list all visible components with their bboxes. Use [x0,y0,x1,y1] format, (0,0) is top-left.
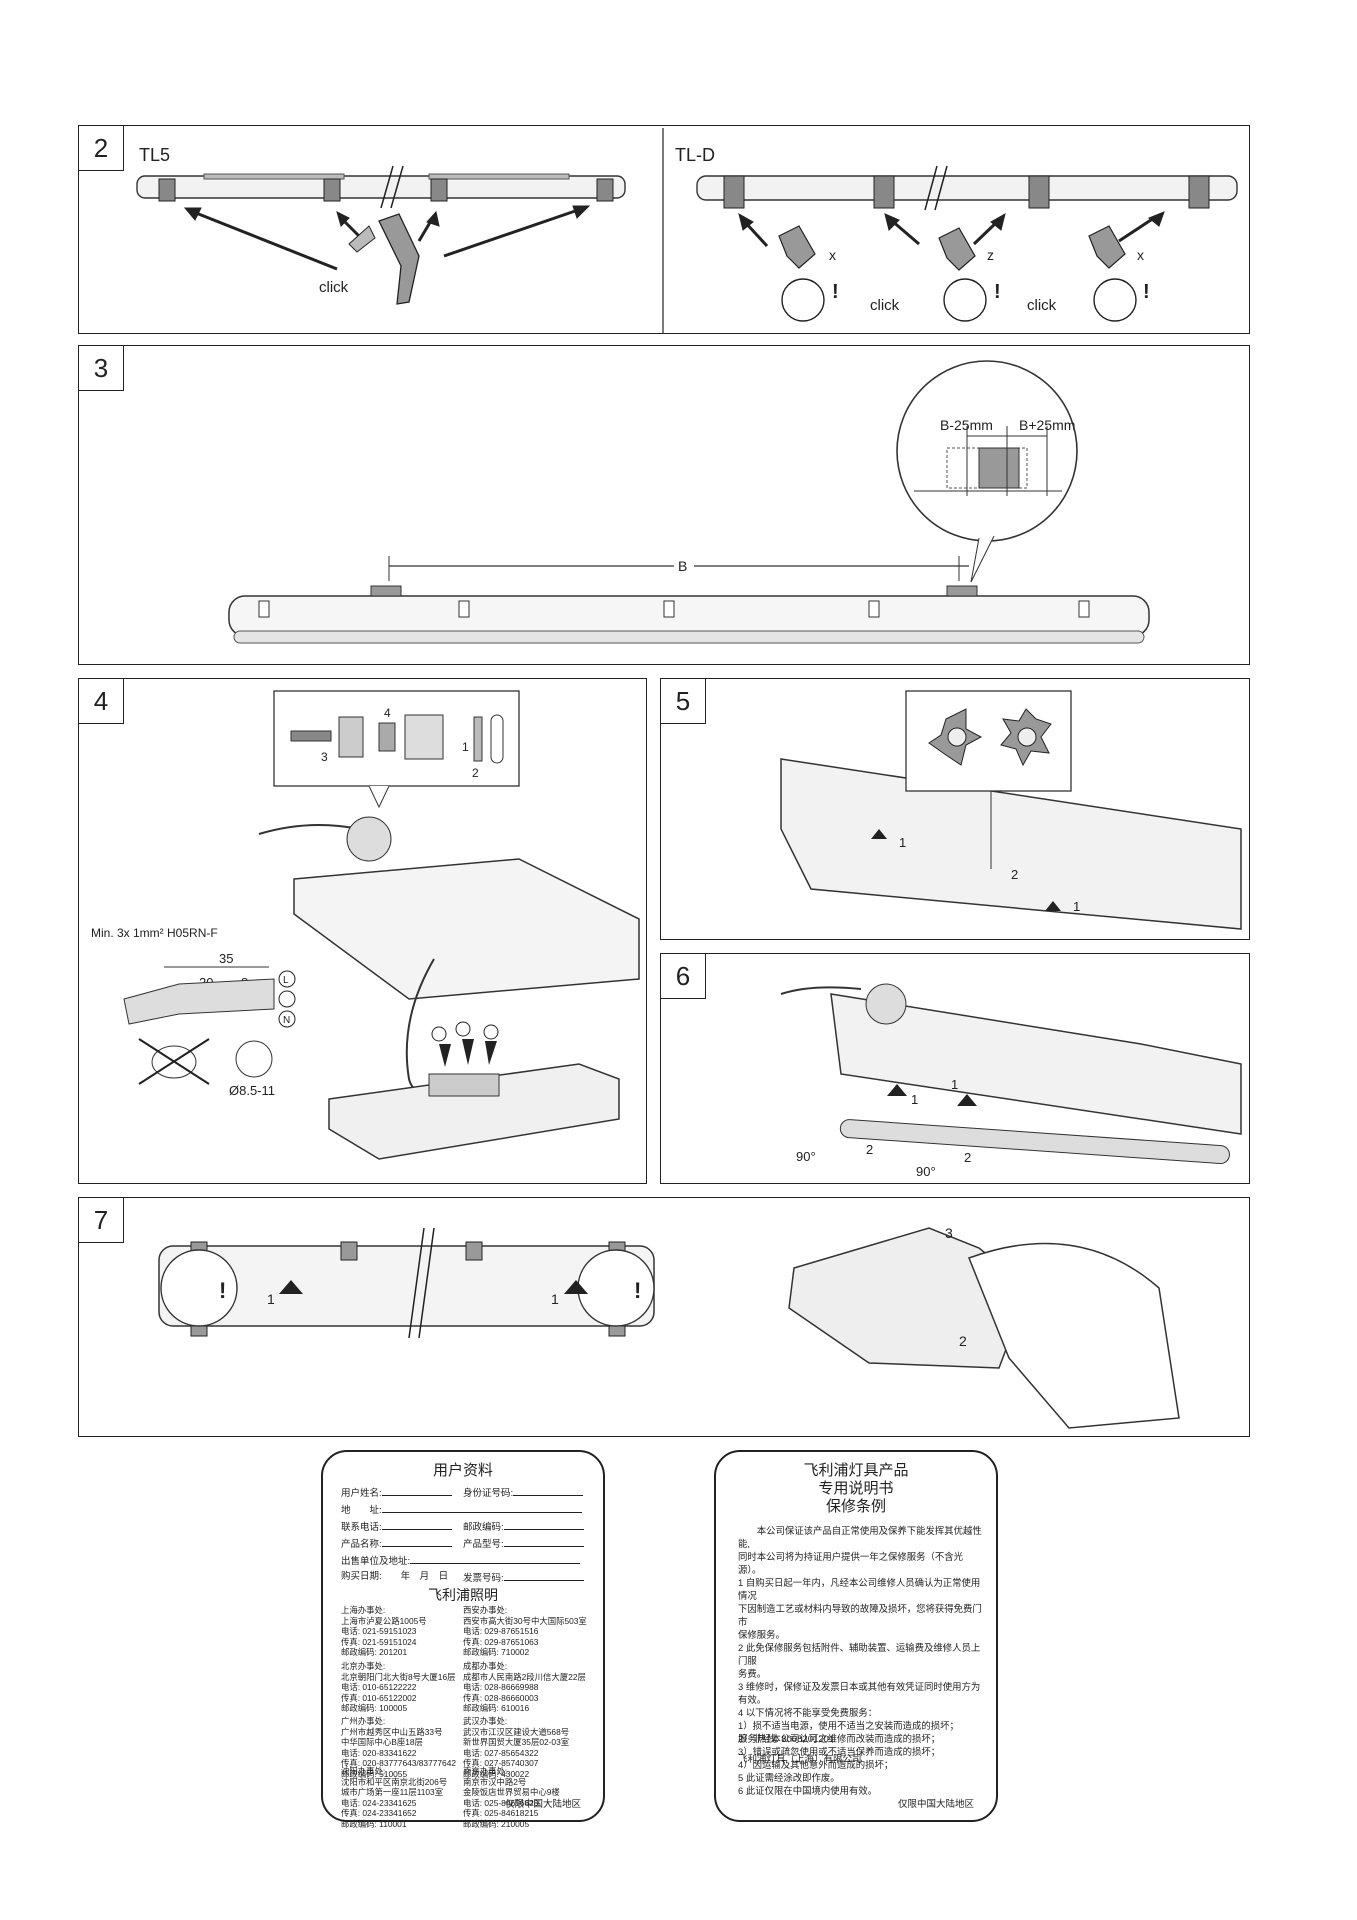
step-2-panel: 2 TL5 click TL-D [78,125,1250,334]
step-3-illustration: B-25mm B+25mm B [228,360,1150,644]
svg-text:35: 35 [219,951,233,966]
svg-text:2: 2 [472,766,479,780]
svg-text:1: 1 [267,1291,275,1307]
step-5-panel: 5 1 2 1 [660,678,1250,940]
warranty-title-1: 飞利浦灯具产品 [803,1462,909,1479]
svg-text:1: 1 [899,835,906,850]
lamp-body [830,993,1242,1135]
svg-text:click: click [870,297,900,314]
gear-tray [328,1063,620,1160]
hand [968,1242,1180,1429]
svg-text:N: N [283,1015,290,1026]
region-note: 仅限中国大陆地区 [504,1799,581,1810]
clip [873,175,895,209]
clip [323,178,341,202]
svg-text:x: x [1137,247,1144,263]
company-name: 飞利浦灯具（上海）有限公司 [738,1754,862,1765]
svg-text:90°: 90° [796,1149,816,1164]
svg-text:!: ! [832,281,839,303]
svg-text:!: ! [219,1278,226,1303]
svg-text:1: 1 [462,740,469,754]
svg-text:!: ! [634,1278,641,1303]
step-number: 7 [79,1198,124,1243]
step-6-illustration: 1 1 2 2 90° 90° [780,983,1242,1179]
step-7-illustration: ! ! 1 1 3 2 [158,1225,1180,1429]
clip [1028,175,1050,209]
clip [723,175,745,209]
svg-text:90°: 90° [916,1164,936,1179]
warranty-terms: 本公司保证该产品自正常使用及保养下能发挥其优越性能,同时本公司将为持证用户提供一… [738,1525,982,1796]
svg-text:1: 1 [1073,899,1080,914]
warranty-title-3: 保修条例 [825,1498,886,1515]
lamp-body [293,858,640,1000]
clip [430,178,448,202]
step-number: 3 [79,346,124,391]
step-number: 5 [661,679,706,724]
step-2-illustration: TL5 click TL-D [136,128,1238,333]
click-label: click [319,279,349,296]
step-number: 4 [79,679,124,724]
fluorescent-tube [839,1119,1230,1165]
svg-text:!: ! [1143,281,1150,303]
step-3-panel: 3 B-25mm B+25mm B [78,345,1250,665]
lamp-body [780,758,1242,930]
user-info-card: 用户资料 用户姓名: 身份证号码: 地 址: 联系电话: 邮政编码: 产品名称:… [321,1450,605,1829]
clip-detail [378,213,420,305]
svg-text:L: L [283,975,289,986]
b-minus-label: B-25mm [940,417,993,433]
clip [1188,175,1210,209]
tl5-label: TL5 [139,145,170,165]
b-label: B [678,558,687,574]
user-card-title: 用户资料 [432,1462,493,1479]
svg-text:2: 2 [964,1150,971,1165]
step-4-panel: 4 3 4 1 2 Min. 3x 1mm² H05RN-F 35 20 8 L… [78,678,647,1184]
svg-text:4: 4 [384,706,391,720]
svg-text:z: z [987,247,994,263]
terminal-block [428,1073,500,1097]
svg-text:2: 2 [959,1333,967,1349]
step-number: 2 [79,126,124,171]
service-hotline: 服务热线: 8008201201 [738,1734,835,1745]
svg-text:click: click [1027,297,1057,314]
tl5-housing [136,175,626,199]
diameter-label: Ø8.5-11 [229,1083,275,1098]
svg-text:3: 3 [321,750,328,764]
warranty-title-2: 专用说明书 [818,1480,894,1497]
tld-label: TL-D [675,145,715,165]
tld-housing [696,175,1238,201]
svg-text:x: x [829,247,836,263]
brand-name: 飞利浦照明 [428,1587,498,1603]
svg-text:!: ! [994,281,1001,303]
step-6-panel: 6 1 1 2 2 90° 90° [660,953,1250,1184]
step-number: 6 [661,954,706,999]
svg-text:3: 3 [945,1225,953,1241]
step-4-illustration: 3 4 1 2 Min. 3x 1mm² H05RN-F 35 20 8 L N… [91,690,640,1160]
svg-text:1: 1 [911,1092,918,1107]
step-5-illustration: 1 2 1 [780,690,1242,930]
region-note: 仅限中国大陆地区 [897,1799,974,1810]
clip [158,178,176,202]
warranty-card: 飞利浦灯具产品 专用说明书 保修条例 本公司保证该产品自正常使用及保养下能发挥其… [714,1450,998,1822]
svg-text:2: 2 [866,1142,873,1157]
clip [596,178,614,202]
knob-detail-box [905,690,1072,792]
step-7-panel: 7 ! ! 1 1 3 2 [78,1197,1250,1437]
lamp-housing [228,595,1150,637]
svg-text:2: 2 [1011,867,1018,882]
cable-cross-section [235,1040,273,1078]
b-plus-label: B+25mm [1019,417,1075,433]
cable-spec: Min. 3x 1mm² H05RN-F [91,926,218,940]
svg-text:1: 1 [951,1077,958,1092]
svg-text:1: 1 [551,1291,559,1307]
